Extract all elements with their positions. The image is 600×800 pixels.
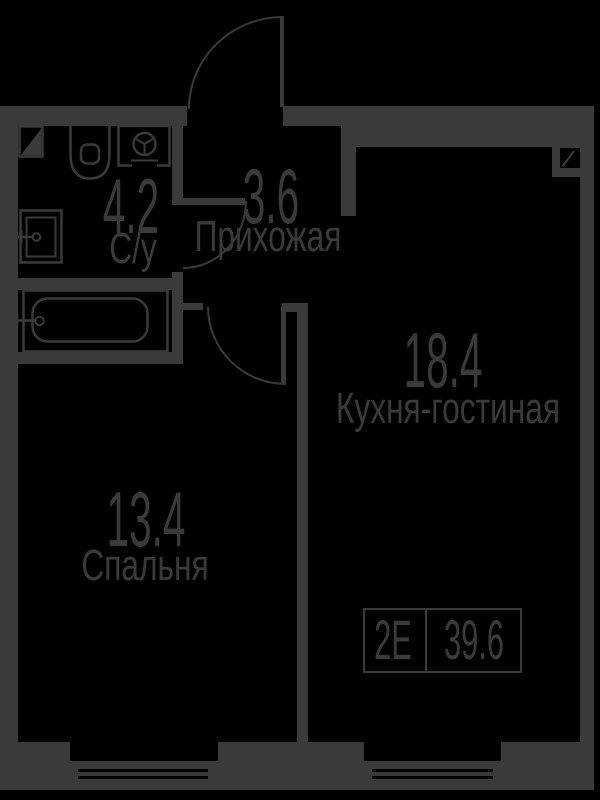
bedroom-window-pane	[78, 776, 208, 779]
wall-kitchen-bedroom	[297, 303, 308, 742]
kitchen-window-pane	[372, 769, 493, 772]
wall-top-right	[341, 106, 594, 147]
bathroom-area: 4.2	[102, 162, 160, 250]
bedroom-window-recess	[70, 742, 218, 761]
wall-kitchen-bedroom-cap	[282, 303, 308, 312]
bedroom-label: Спальня	[81, 541, 209, 590]
wall-bathtub-top	[18, 278, 183, 290]
kitchen-window-pane	[372, 776, 493, 779]
toilet-icon	[69, 126, 111, 180]
vent-shaft-icon	[18, 125, 44, 158]
washing-machine-icon	[117, 124, 171, 167]
badge-divider	[424, 610, 427, 671]
wall-top-mid	[283, 106, 341, 126]
wall-bathroom-bottom	[18, 352, 183, 364]
kitchen-living-label: Кухня-гостиная	[335, 384, 561, 433]
kitchen-living-area: 18.4	[403, 316, 483, 404]
sink-icon	[18, 209, 63, 264]
bedroom-area: 13.4	[106, 475, 186, 563]
bedroom-window-pane	[78, 769, 208, 772]
hallway-area: 3.6	[242, 152, 300, 240]
wall-left	[0, 106, 18, 742]
window-vent-icon	[561, 150, 575, 168]
total-area: 39.6	[444, 608, 504, 671]
kitchen-window-recess	[364, 742, 501, 761]
wall-bedroom-door-stub	[182, 303, 203, 310]
bathtub-icon	[14, 289, 169, 353]
wall-right	[580, 147, 594, 742]
wall-top-left	[0, 106, 187, 126]
wall-bathroom-right-upper	[172, 126, 183, 205]
wall-bathroom-right-lower	[172, 272, 183, 364]
apartment-info-badge	[363, 608, 522, 673]
bathroom-label: С/у	[109, 224, 157, 273]
layout-type: 2Е	[374, 608, 412, 671]
wall-hall-kitchen-divider	[341, 126, 356, 216]
hallway-label: Прихожая	[194, 212, 342, 261]
